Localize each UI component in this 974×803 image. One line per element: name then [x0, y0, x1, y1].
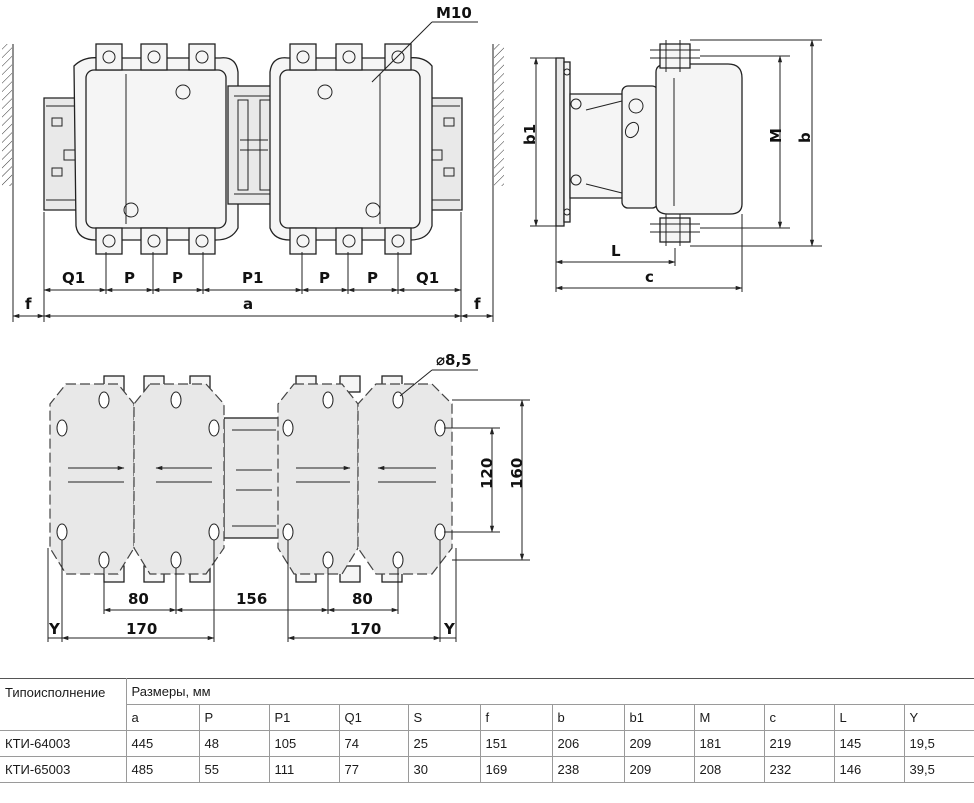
- mount-dimension-lines: [48, 399, 525, 641]
- column-header: P1: [268, 704, 340, 731]
- column-header: M: [693, 704, 765, 731]
- table-cell: 232: [763, 756, 835, 783]
- table-cell: 111: [268, 756, 340, 783]
- column-header: b: [551, 704, 625, 731]
- footprint-1: [49, 383, 135, 575]
- side-view: b1 M b L c: [521, 39, 822, 292]
- table-row: КТИ-65003 485 55 111 77 30 169 238 209 2…: [0, 756, 974, 783]
- column-header: c: [763, 704, 835, 731]
- dim-a: a: [243, 295, 253, 313]
- front-view: M10 Q1 P P P1: [2, 4, 504, 322]
- dim-170-left: 170: [126, 620, 157, 638]
- contactor-right: [269, 43, 463, 255]
- contactor-left: [43, 43, 239, 255]
- dim-l: L: [611, 242, 621, 260]
- column-header: a: [125, 704, 200, 731]
- column-header: f: [479, 704, 553, 731]
- terminal-bolts: [650, 40, 700, 246]
- dim-p-3: P: [319, 269, 330, 287]
- table-cell: 105: [268, 730, 340, 757]
- dim-80-right: 80: [352, 590, 373, 608]
- table-cell: 169: [479, 756, 553, 783]
- table-column-row: a P P1 Q1 S f b b1 M c L Y: [0, 704, 974, 731]
- table-cell: 445: [125, 730, 200, 757]
- table-cell: 77: [338, 756, 409, 783]
- center-lines: [68, 465, 436, 483]
- dim-80-left: 80: [128, 590, 149, 608]
- type-header: Типоисполнение: [0, 678, 127, 731]
- label-m10: M10: [436, 4, 472, 22]
- footprint-2: [133, 383, 225, 575]
- dim-160: 160: [508, 458, 526, 489]
- side-dimension-lines: [533, 39, 815, 291]
- row-type-name: КТИ-64003: [0, 730, 127, 757]
- front-extension-lines: [12, 186, 494, 322]
- table-cell: 146: [833, 756, 905, 783]
- dim-c: c: [645, 268, 654, 286]
- dim-b1: b1: [521, 124, 539, 145]
- dim-156: 156: [236, 590, 267, 608]
- dim-p-1: P: [124, 269, 135, 287]
- table-cell: 19,5: [903, 730, 974, 757]
- dim-170-right: 170: [350, 620, 381, 638]
- table-cell: 206: [551, 730, 625, 757]
- table-cell: 48: [198, 730, 270, 757]
- table-cell: 30: [407, 756, 481, 783]
- dimensions-table: Типоисполнение Размеры, мм a P P1 Q1 S f…: [0, 678, 974, 783]
- dim-b: b: [796, 132, 814, 143]
- dim-m: M: [767, 128, 785, 143]
- table-cell: 219: [763, 730, 835, 757]
- dim-q1-left: Q1: [62, 269, 85, 287]
- table-cell: 74: [338, 730, 409, 757]
- mounting-view: ⌀8,5 80: [47, 351, 530, 642]
- table-header-row: Типоисполнение Размеры, мм: [0, 678, 974, 731]
- table-row: КТИ-64003 445 48 105 74 25 151 206 209 1…: [0, 730, 974, 757]
- label-hole-diameter: ⌀8,5: [436, 351, 472, 369]
- table-cell: 485: [125, 756, 200, 783]
- column-header: Y: [903, 704, 974, 731]
- table-cell: 208: [693, 756, 765, 783]
- dim-p1: P1: [242, 269, 263, 287]
- dimension-drawing: M10 Q1 P P P1: [2, 4, 822, 642]
- table-cell: 151: [479, 730, 553, 757]
- dim-f-right: f: [474, 295, 481, 313]
- dim-f-left: f: [25, 295, 32, 313]
- dim-y-right: Y: [443, 620, 456, 638]
- table-cell: 55: [198, 756, 270, 783]
- column-header: S: [407, 704, 481, 731]
- sizes-header: Размеры, мм: [125, 678, 974, 705]
- footprint-4: [357, 383, 453, 575]
- footprint-3: [277, 383, 359, 575]
- front-dimension-row: [12, 287, 494, 319]
- column-header: Q1: [338, 704, 409, 731]
- dim-q1-right: Q1: [416, 269, 439, 287]
- mount-extension-lines: [47, 399, 530, 642]
- column-header: P: [198, 704, 270, 731]
- table-cell: 39,5: [903, 756, 974, 783]
- table-cell: 209: [623, 730, 695, 757]
- row-type-name: КТИ-65003: [0, 756, 127, 783]
- dim-120: 120: [478, 458, 496, 489]
- dim-p-2: P: [172, 269, 183, 287]
- table-cell: 145: [833, 730, 905, 757]
- table-cell: 238: [551, 756, 625, 783]
- side-extension-lines: [530, 39, 822, 292]
- table-cell: 25: [407, 730, 481, 757]
- dim-p-4: P: [367, 269, 378, 287]
- column-header: L: [833, 704, 905, 731]
- dim-y-left: Y: [48, 620, 61, 638]
- column-header: b1: [623, 704, 695, 731]
- left-wall: [2, 44, 14, 186]
- right-wall: [492, 44, 504, 186]
- table-cell: 209: [623, 756, 695, 783]
- table-cell: 181: [693, 730, 765, 757]
